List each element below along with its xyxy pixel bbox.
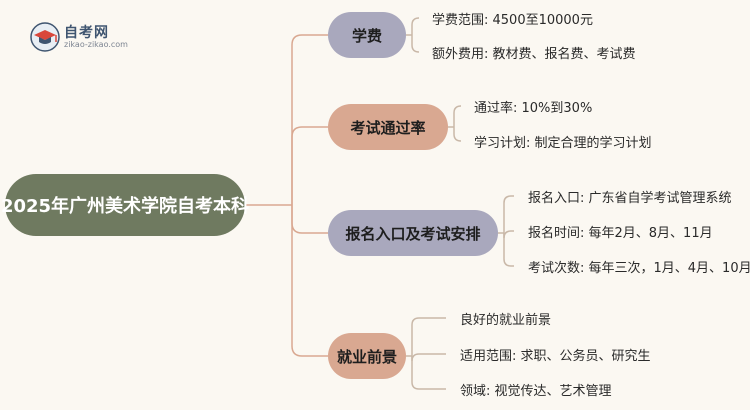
site-logo[interactable]: 自考网 zikao-zikao.com bbox=[30, 20, 150, 54]
branch-connector-1 bbox=[291, 126, 328, 205]
branch-pass-rate[interactable]: 考试通过率 bbox=[328, 104, 448, 150]
leaf-connector-2-0 bbox=[503, 195, 514, 233]
branch-tuition[interactable]: 学费 bbox=[328, 12, 406, 58]
branch-connector-2 bbox=[291, 205, 328, 234]
root-node[interactable]: 2025年广州美术学院自考本科 bbox=[1, 174, 249, 236]
leaf-tuition-range: 学费范围: 4500至10000元 bbox=[432, 13, 593, 28]
leaf-connector-1-0 bbox=[453, 105, 462, 127]
leaf-fields: 领域: 视觉传达、艺术管理 bbox=[460, 384, 612, 399]
leaf-connector-1-1 bbox=[453, 127, 462, 142]
branch-registration[interactable]: 报名入口及考试安排 bbox=[328, 210, 498, 256]
branch-connector-3 bbox=[291, 205, 328, 357]
leaf-connector-3-0 bbox=[411, 317, 446, 356]
branch-employment[interactable]: 就业前景 bbox=[328, 333, 406, 379]
leaf-pass-rate: 通过率: 10%到30% bbox=[474, 101, 593, 116]
logo-subtitle: zikao-zikao.com bbox=[64, 40, 128, 49]
leaf-registration-time: 报名时间: 每年2月、8月、11月 bbox=[528, 226, 713, 241]
leaf-applicable-scope: 适用范围: 求职、公务员、研究生 bbox=[460, 349, 651, 364]
leaf-connector-2-1 bbox=[503, 230, 514, 239]
leaf-connector-3-1 bbox=[411, 353, 446, 362]
logo-title: 自考网 bbox=[64, 25, 109, 41]
leaf-study-plan: 学习计划: 制定合理的学习计划 bbox=[474, 136, 652, 151]
leaf-registration-portal: 报名入口: 广东省自学考试管理系统 bbox=[528, 191, 732, 206]
leaf-exam-frequency: 考试次数: 每年三次，1月、4月、10月 bbox=[528, 261, 750, 276]
leaf-connector-3-2 bbox=[411, 356, 446, 390]
leaf-connector-0-1 bbox=[411, 35, 420, 53]
leaf-extra-fees: 额外费用: 教材费、报名费、考试费 bbox=[432, 47, 636, 62]
leaf-connector-2-2 bbox=[503, 233, 514, 267]
leaf-connector-0-0 bbox=[411, 17, 420, 35]
graduation-cap-icon bbox=[30, 22, 60, 52]
branch-connector-0 bbox=[291, 34, 328, 205]
leaf-job-prospects: 良好的就业前景 bbox=[460, 313, 552, 328]
